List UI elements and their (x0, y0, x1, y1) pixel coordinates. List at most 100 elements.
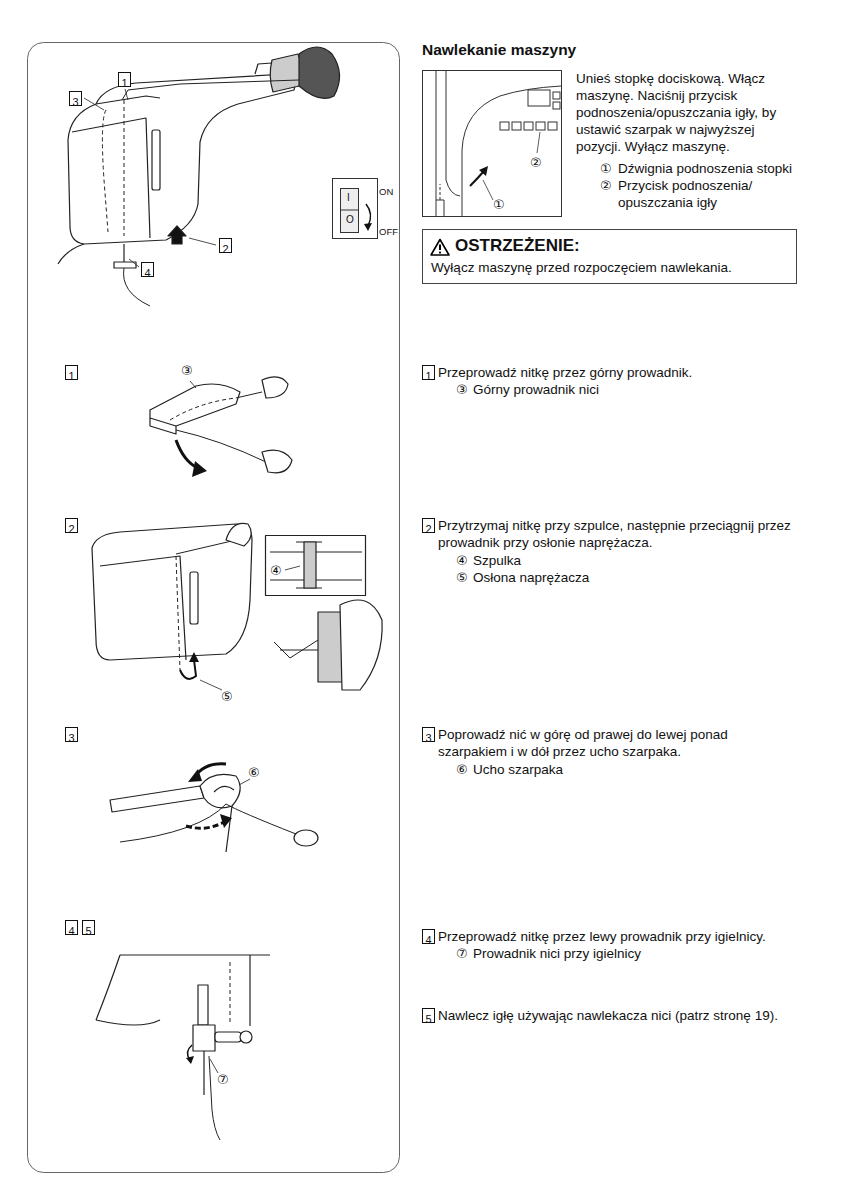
step-number-box: 1 (118, 72, 131, 87)
upper-thread-guide (192, 461, 207, 477)
power-switch (364, 223, 372, 231)
machine-overview (58, 47, 340, 306)
machine-overview (123, 244, 124, 262)
step-number: 3 (68, 732, 74, 745)
take-up-lever (226, 806, 232, 852)
take-up-lever (214, 786, 234, 792)
machine-inset (436, 200, 444, 216)
power-switch (333, 179, 378, 239)
take-up-lever (200, 774, 240, 807)
part-name: Prowadnik nici przy igielnicy (473, 945, 773, 962)
tension-guide-view (92, 523, 382, 690)
warning-heading: OSTRZEŻENIE: (455, 236, 788, 256)
step-number: 2 (222, 243, 228, 256)
machine-inset (524, 122, 533, 130)
needle-bar-view (209, 1056, 220, 1140)
tension-guide-view (189, 652, 199, 662)
leader-line (189, 238, 216, 245)
needle-bar-view (240, 1031, 252, 1043)
warning-icon (439, 245, 441, 251)
upper-thread-guide (150, 384, 240, 426)
switch-symbol: I (347, 192, 350, 204)
machine-inset (553, 102, 560, 109)
machine-overview (124, 100, 125, 236)
page-title: Nawlekanie maszyny (422, 40, 576, 59)
step-number-box: 2 (219, 238, 232, 253)
upper-thread-guide (262, 377, 288, 398)
upper-thread-guide (150, 377, 292, 477)
machine-overview (299, 47, 340, 98)
callout-number: ⑦ (456, 945, 468, 962)
tension-guide-view (280, 649, 318, 650)
needle-bar-view (96, 955, 270, 1140)
machine-inset (528, 90, 550, 106)
needle-bar-view (230, 962, 231, 1022)
step-number: 3 (425, 732, 431, 745)
step-number-box: 3 (422, 727, 435, 742)
part-name: Szpulka (473, 552, 773, 569)
callout-number: ② (530, 154, 542, 171)
warning-box: OSTRZEŻENIE: Wyłącz maszynę przed rozpocz… (422, 229, 797, 284)
step-number-box: 3 (69, 91, 82, 106)
tension-guide-view (340, 600, 382, 690)
panel-frame (28, 43, 400, 1173)
tension-guide-view (274, 640, 318, 658)
tension-guide-view (100, 556, 186, 660)
tension-guide-view (92, 524, 252, 660)
tension-guide-view (180, 660, 196, 679)
upper-thread-guide (176, 430, 266, 462)
step-text: Przeprowadź nitkę przez lewy prowadnik p… (438, 928, 848, 945)
step-text: Przytrzymaj nitkę przy szpulce, następni… (438, 517, 808, 551)
machine-overview (72, 118, 150, 238)
machine-inset (470, 171, 484, 186)
switch-label: OFF (379, 226, 398, 238)
machine-inset (536, 122, 545, 130)
machine-overview (124, 268, 150, 306)
take-up-lever (110, 786, 204, 812)
panel-frame (28, 43, 400, 1173)
callout-number: ⑤ (456, 569, 468, 586)
needle-bar-view (203, 1051, 204, 1095)
take-up-lever (220, 814, 232, 828)
machine-inset (483, 180, 493, 200)
take-up-lever (120, 804, 296, 842)
machine-overview (270, 54, 302, 92)
step-number: 5 (85, 925, 91, 938)
tension-guide-view (176, 540, 236, 554)
step-number: 1 (121, 77, 127, 90)
step-number-box: 4 (141, 262, 154, 277)
machine-inset (548, 122, 557, 130)
take-up-lever (294, 830, 318, 846)
callout-number: ① (600, 160, 612, 177)
step-number-box: 4 (65, 920, 78, 935)
warning-icon (439, 252, 441, 254)
part-name: Przycisk podnoszenia/ opuszczania igły (618, 177, 768, 211)
leader-line (84, 89, 216, 267)
warning-text: Wyłącz maszynę przed rozpoczęciem nawlek… (431, 259, 788, 276)
machine-inset (423, 71, 562, 217)
machine-inset (537, 132, 540, 153)
callout-number: ⑥ (456, 761, 468, 778)
step-number: 4 (68, 925, 74, 938)
step-number: 2 (425, 523, 431, 536)
machine-overview (68, 74, 295, 244)
tension-guide-view (304, 542, 316, 588)
upper-thread-guide (236, 392, 262, 398)
upper-thread-guide (170, 398, 236, 420)
needle-bar-view (96, 1020, 160, 1025)
leader-line (125, 89, 128, 100)
leader-line (129, 259, 139, 267)
step-number: 1 (68, 370, 74, 383)
machine-inset (423, 71, 562, 217)
tension-guide-view (296, 542, 322, 588)
machine-overview (122, 80, 299, 100)
tension-guide-view (200, 680, 222, 690)
callout-number: ② (600, 177, 612, 194)
step-number: 4 (144, 267, 150, 280)
callout-number: ③ (181, 362, 193, 379)
part-name: Dźwignia podnoszenia stopki (618, 160, 798, 177)
upper-thread-guide (190, 381, 196, 388)
step-number: 2 (68, 523, 74, 536)
warning-icon (430, 238, 450, 256)
